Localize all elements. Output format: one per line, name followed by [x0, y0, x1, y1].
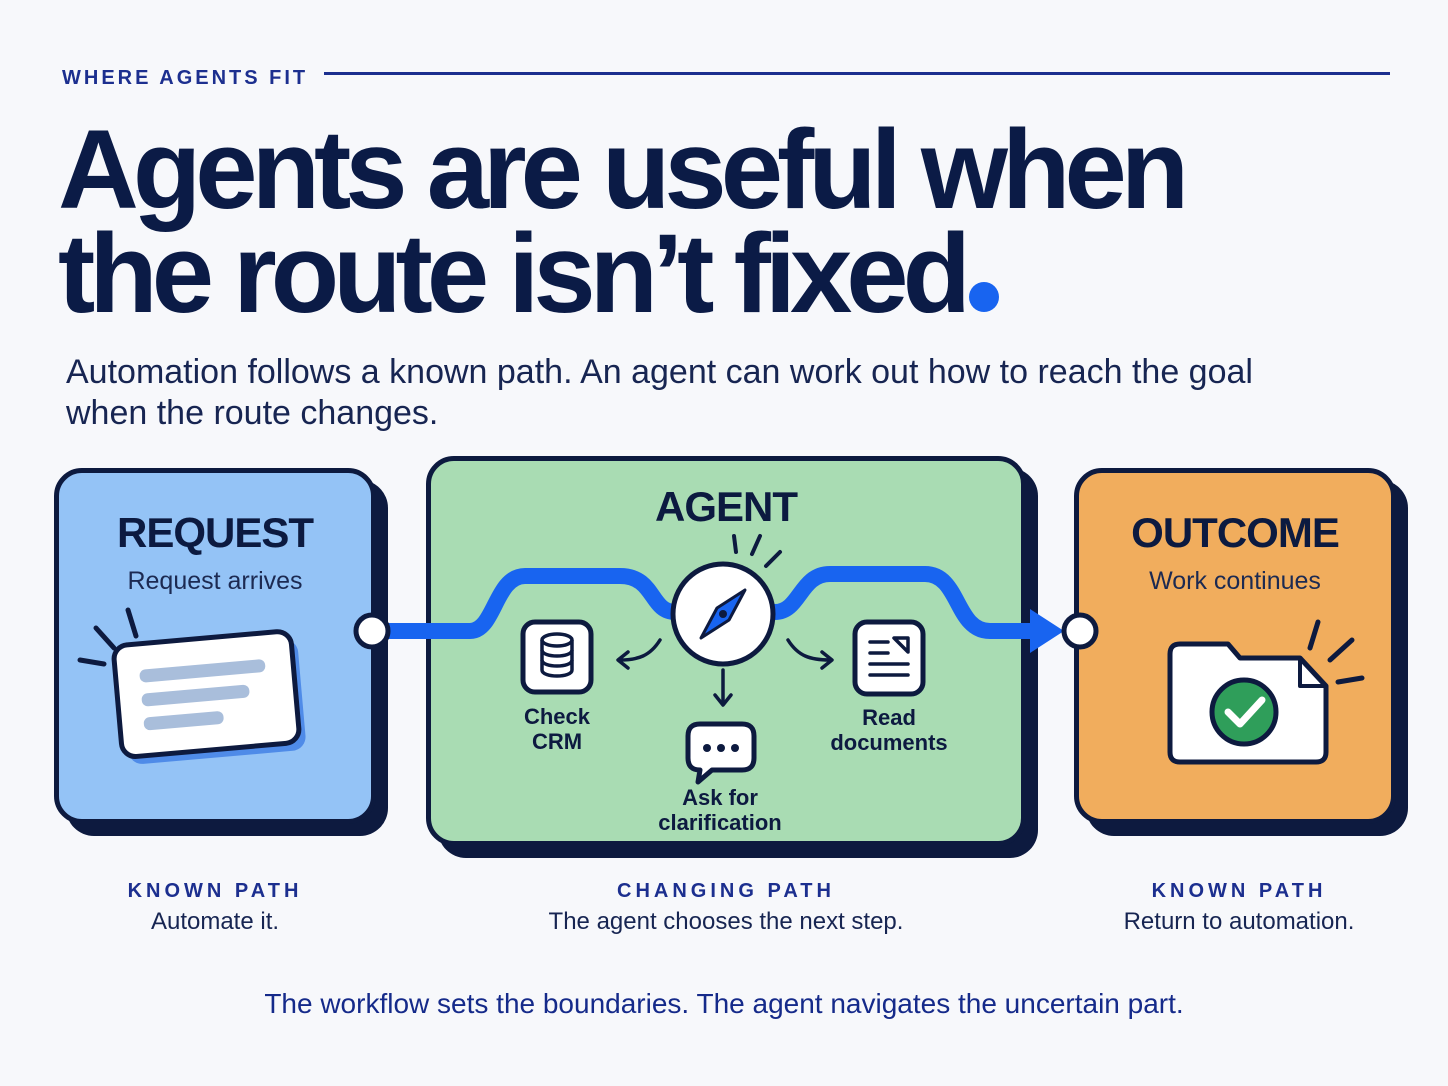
- request-footer-text: Automate it.: [150, 908, 280, 935]
- request-subtitle: Request arrives: [127, 567, 303, 595]
- document-card-icon: [77, 607, 306, 764]
- request-footer-heading: KNOWN PATH: [127, 880, 303, 902]
- subtitle-line-1: Automation follows a known path. An agen…: [66, 353, 1253, 391]
- flow-path: [364, 566, 1064, 653]
- agent-footer-heading: CHANGING PATH: [617, 880, 835, 902]
- page-title: Agents are useful when the route isn’t f…: [58, 114, 1418, 330]
- check-crm-label: Check CRM: [497, 704, 617, 754]
- compass-icon: [670, 534, 782, 667]
- page-subtitle: Automation follows a known path. An agen…: [66, 352, 1366, 434]
- title-dot: [969, 282, 999, 312]
- subtitle-line-2: when the route changes.: [66, 394, 439, 432]
- chat-bubble-icon: [685, 721, 757, 785]
- agent-footer-text: The agent chooses the next step.: [548, 908, 904, 935]
- branch-arrows: [616, 638, 834, 707]
- outcome-footer-text: Return to automation.: [1123, 908, 1355, 935]
- arrow-icon: [1030, 609, 1064, 653]
- check-crm-line-1: Check: [523, 704, 591, 729]
- outcome-connector: [1061, 612, 1099, 650]
- request-title: REQUEST: [116, 509, 314, 556]
- ask-clarification-line-2: clarification: [658, 810, 782, 835]
- outcome-subtitle: Work continues: [1149, 567, 1321, 595]
- agent-title: AGENT: [655, 483, 798, 530]
- check-crm-line-2: CRM: [531, 729, 583, 754]
- ask-clarification-line-1: Ask for: [682, 785, 758, 810]
- outcome-footer-heading: KNOWN PATH: [1151, 880, 1327, 902]
- eyebrow-divider: [324, 72, 1390, 75]
- folder-check-icon: [1167, 619, 1365, 765]
- ask-clarification-label: Ask for clarification: [640, 785, 800, 835]
- eyebrow-label: WHERE AGENTS FIT: [62, 67, 309, 89]
- read-documents-line-1: Read: [862, 705, 916, 730]
- outcome-title: OUTCOME: [1131, 509, 1340, 556]
- document-icon: [852, 619, 926, 697]
- title-line-2: the route isn’t fixed: [58, 211, 971, 336]
- request-connector: [353, 612, 391, 650]
- title-line-1: Agents are useful when: [58, 107, 1189, 232]
- read-documents-label: Read documents: [812, 705, 966, 755]
- database-icon: [520, 619, 594, 695]
- read-documents-line-2: documents: [830, 730, 948, 755]
- closing-statement: The workflow sets the boundaries. The ag…: [264, 988, 1184, 1019]
- request-card: REQUEST Request arrives: [54, 468, 376, 824]
